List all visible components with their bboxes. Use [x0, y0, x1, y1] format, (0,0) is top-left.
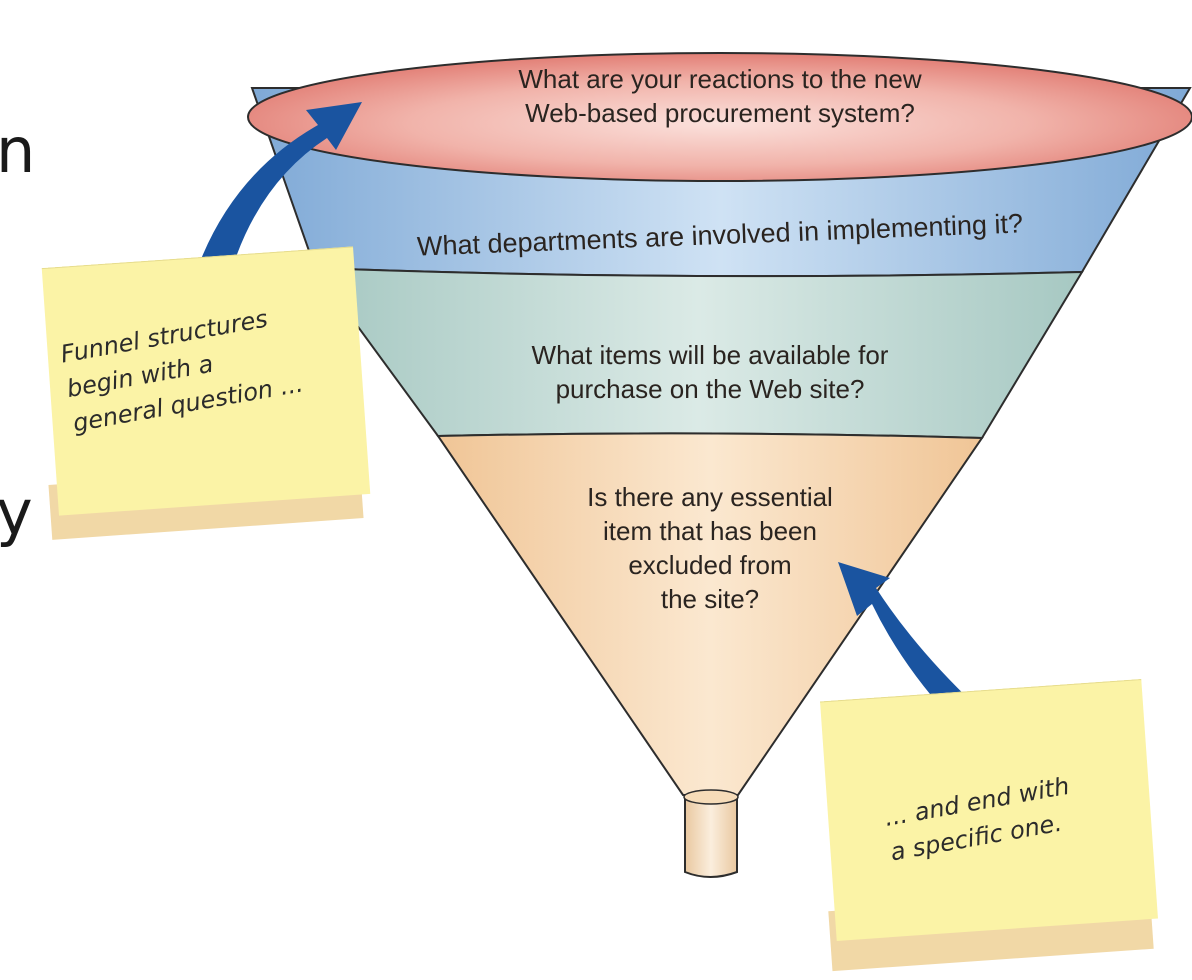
funnel-label-band4: Is there any essential item that has bee…: [587, 482, 833, 614]
funnel-band-4: [436, 432, 984, 796]
funnel-spout: [684, 794, 738, 878]
sticky-note-right: ... and end with a specific one.: [816, 679, 1166, 976]
edge-text-y: y: [0, 476, 33, 549]
arrow-left: [195, 102, 362, 282]
funnel-top-ellipse: [247, 52, 1192, 182]
funnel-label-band3: What items will be available for purchas…: [531, 340, 889, 404]
funnel-label-top: What are your reactions to the new Web-b…: [518, 64, 922, 128]
sticky-note-left: Funnel structures begin with a general q…: [30, 246, 371, 552]
edge-text-n: n: [0, 114, 36, 187]
arrow-right: [838, 562, 975, 715]
